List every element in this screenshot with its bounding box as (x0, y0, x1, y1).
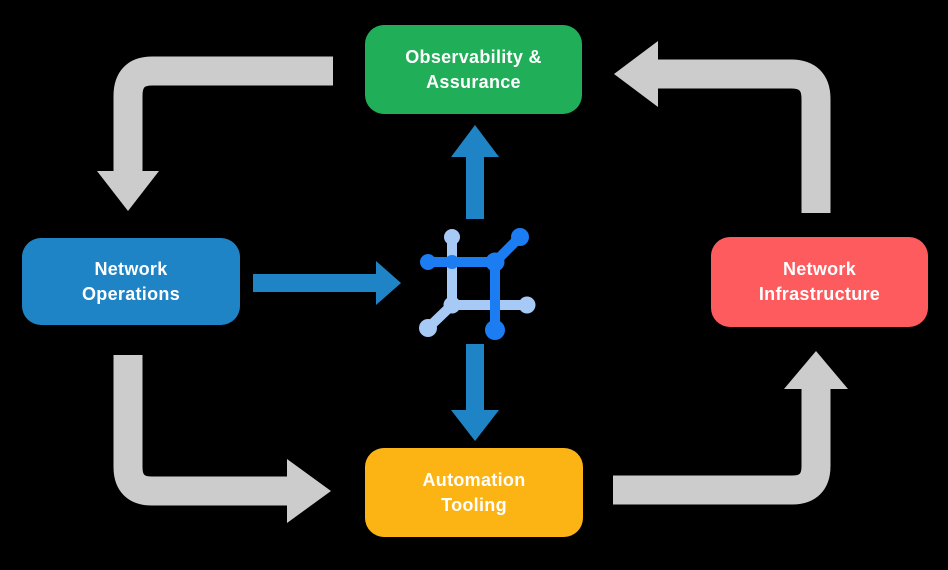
arrow-operations-to-automation (113, 355, 331, 523)
node-network-operations: Network Operations (22, 238, 240, 325)
node-label-line: Network (94, 258, 168, 279)
arrow-head-up-icon (784, 351, 848, 389)
arrow-center-to-observability (451, 125, 499, 219)
arrow-head-down-icon (97, 171, 159, 211)
node-network-infrastructure: Network Infrastructure (711, 237, 928, 327)
node-label-line: Assurance (426, 71, 521, 92)
arrow-shaft (113, 355, 287, 506)
node-label-line: Network (782, 259, 857, 279)
arrow-shaft (658, 59, 831, 213)
arrow-shaft (613, 389, 831, 505)
arrow-head-down-icon (451, 410, 499, 441)
arrow-head-left-icon (614, 41, 658, 107)
icon-light-dots (419, 229, 536, 337)
arrow-center-to-automation (451, 344, 499, 441)
arrow-operations-to-center (253, 261, 401, 305)
node-label-line: Infrastructure (758, 284, 881, 304)
arrow-head-right-icon (287, 459, 331, 523)
network-mesh-icon (419, 228, 536, 340)
icon-dark-dots (420, 228, 529, 340)
node-label-line: Operations (81, 283, 181, 304)
node-label-line: Automation (422, 469, 526, 490)
arrow-infrastructure-to-observability (614, 41, 831, 213)
arrow-shaft (113, 56, 333, 172)
arrow-head-right-icon (376, 261, 401, 305)
node-label-line: Tooling (441, 494, 507, 515)
node-observability-assurance: Observability & Assurance (365, 25, 582, 114)
arrow-head-up-icon (451, 125, 499, 157)
node-label-line: Observability & (405, 46, 542, 67)
node-automation-tooling: Automation Tooling (365, 448, 583, 537)
arrow-automation-to-infrastructure (613, 351, 848, 505)
arrow-observability-to-operations (97, 56, 333, 211)
